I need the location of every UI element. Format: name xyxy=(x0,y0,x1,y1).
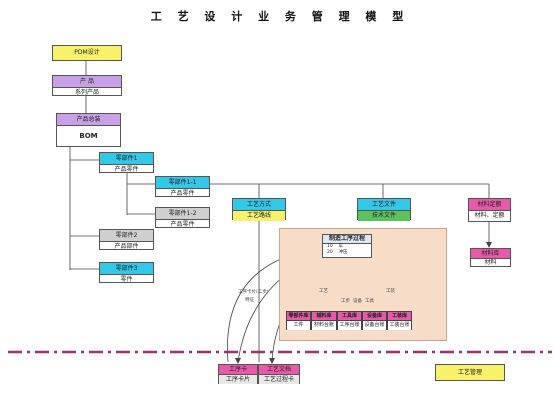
process-card-row-1: 10 车 xyxy=(327,244,343,249)
part2-header: 零部件2 xyxy=(100,230,153,242)
material-lib-header: 材料库 xyxy=(471,249,510,259)
resource-header: 设备库 xyxy=(363,312,386,321)
resource-body: 材料台账 xyxy=(312,321,336,330)
edge-label: 特征 xyxy=(245,298,254,303)
resource-body: 工件 xyxy=(287,321,310,330)
material-lib-body: 材料 xyxy=(484,259,497,266)
pdm-design-box: PDM设计 xyxy=(52,45,122,61)
resource-body: 工序台账 xyxy=(338,321,361,330)
process-card-row-2: 20 冲压 xyxy=(327,250,348,255)
resource-header: 辅料库 xyxy=(312,312,336,321)
part3-body: 零件 xyxy=(120,276,133,283)
material-quota-box: 材料定额 材料、定额 xyxy=(468,198,511,222)
part3-header: 零部件3 xyxy=(100,263,153,275)
process-plan-header: 工艺方式 xyxy=(233,199,285,211)
product-body: 系列产品 xyxy=(74,89,99,96)
resource-body: 工装台账 xyxy=(388,321,411,330)
edge-label: 工装 xyxy=(386,289,395,294)
part1-1-box: 零部件1-1 产品零件 xyxy=(155,176,210,197)
material-lib-box: 材料库 材料 xyxy=(470,248,511,267)
resource-parts-lib: 零部件库 工件 xyxy=(286,311,311,330)
process-doc-box: 工艺文件 技术文件 xyxy=(357,198,411,221)
material-quota-header: 材料定额 xyxy=(469,199,510,211)
part1-2-box: 零部件1-2 产品零件 xyxy=(155,207,210,228)
material-quota-body: 材料、定额 xyxy=(474,212,505,219)
process-plan-body: 工艺路线 xyxy=(233,211,285,221)
part1-header: 零部件1 xyxy=(100,153,153,165)
part2-box: 零部件2 产品部件 xyxy=(99,229,154,250)
product-bom-body: BOM xyxy=(79,132,98,140)
product-bom-header: 产品总装 xyxy=(57,114,120,126)
part1-2-body: 产品零件 xyxy=(170,221,195,228)
edge-label: 工步 xyxy=(341,299,350,304)
resource-body: 设备台账 xyxy=(363,321,386,330)
edge-label: 设备 xyxy=(353,299,362,304)
resource-equipment-lib: 设备库 设备台账 xyxy=(362,311,387,330)
part1-box: 零部件1 产品零件 xyxy=(99,152,154,173)
product-box: 产 品 系列产品 xyxy=(52,75,122,96)
edge-label: 工艺 xyxy=(319,289,328,294)
process-sheet-body: 工艺过程卡 xyxy=(259,375,299,384)
process-plan-box: 工艺方式 工艺路线 xyxy=(232,198,286,221)
routing-card-header: 工序卡 xyxy=(219,365,257,375)
product-bom-box: 产品总装 BOM xyxy=(56,113,121,147)
part1-1-body: 产品零件 xyxy=(170,190,195,197)
routing-card-body: 工序卡片 xyxy=(219,375,257,384)
process-sheet-header: 工艺文档 xyxy=(259,365,299,375)
resource-aux-material-lib: 辅料库 材料台账 xyxy=(311,311,337,330)
process-card-header: 制造工序过程 xyxy=(323,235,371,244)
resource-header: 工具库 xyxy=(338,312,361,321)
part1-1-header: 零部件1-1 xyxy=(156,177,209,189)
part1-2-header: 零部件1-2 xyxy=(156,208,209,220)
process-card-box: 制造工序过程 10 车 20 冲压 xyxy=(322,234,372,258)
process-doc-body: 技术文件 xyxy=(358,211,410,221)
edge-label: 工具 xyxy=(365,299,374,304)
resource-header: 零部件库 xyxy=(287,312,310,321)
process-doc-header: 工艺文件 xyxy=(358,199,410,211)
process-management-box: 工艺管理 xyxy=(435,364,505,381)
part3-box: 零部件3 零件 xyxy=(99,262,154,283)
routing-card-box: 工序卡 工序卡片 xyxy=(218,364,258,384)
process-sheet-box: 工艺文档 工艺过程卡 xyxy=(258,364,300,384)
resource-header: 工装库 xyxy=(388,312,411,321)
part1-body: 产品零件 xyxy=(114,166,139,173)
resource-fixture-lib: 工装库 工装台账 xyxy=(387,311,412,330)
edge-label: 工序卡片(工步) xyxy=(238,290,269,295)
part2-body: 产品部件 xyxy=(114,243,139,250)
product-header: 产 品 xyxy=(53,76,121,88)
resource-tool-lib: 工具库 工序台账 xyxy=(337,311,362,330)
diagram-title: 工 艺 设 计 业 务 管 理 模 型 xyxy=(150,10,410,23)
